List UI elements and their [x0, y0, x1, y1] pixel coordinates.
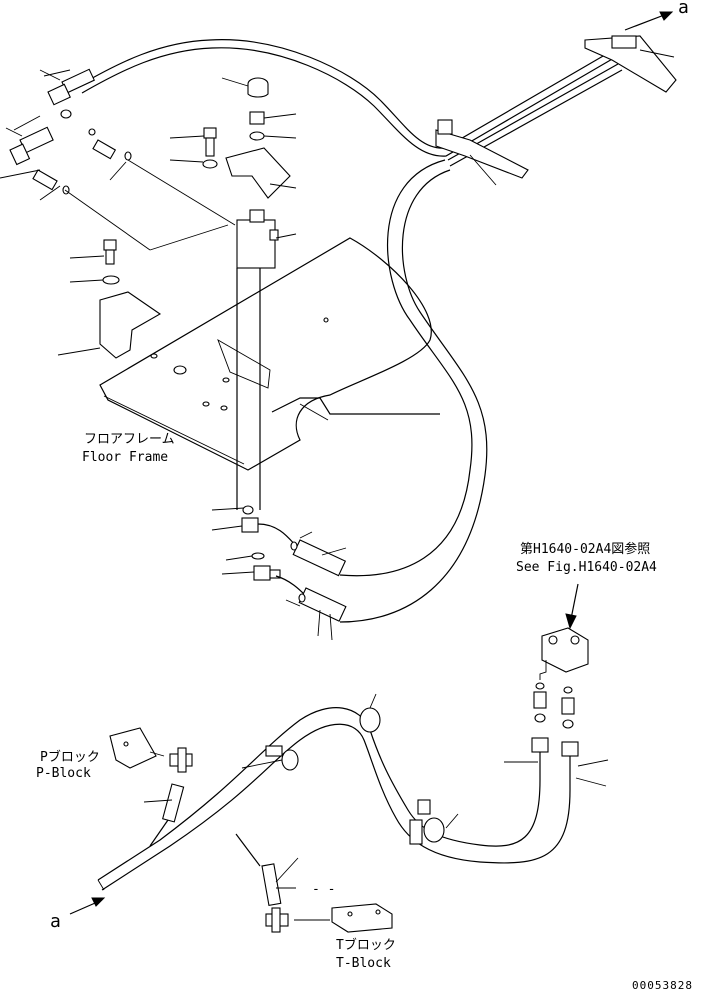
washer-part: [249, 131, 297, 141]
connector-label-bottom: a: [50, 911, 61, 932]
leader-lines-right-lower: [504, 759, 609, 787]
t-block-label-en: T-Block: [336, 956, 391, 971]
drawing-number: 00053828: [632, 979, 693, 992]
connector-arrow-bottom: [69, 897, 106, 915]
p-block-label-en: P-Block: [36, 766, 91, 781]
right-valve-block: [539, 627, 589, 680]
loop-hose: [339, 159, 488, 623]
lower-hose-bundle: [97, 707, 571, 891]
upper-hose-bundle: [79, 39, 623, 167]
connector-label-top: a: [678, 0, 689, 18]
reference-arrow: [565, 583, 579, 630]
lower-hose-end-2: [285, 587, 347, 641]
p-block-hose-end: [143, 783, 185, 847]
lower-center-fittings: [211, 505, 307, 597]
cap-part: [221, 77, 269, 98]
lower-clamp-2: [241, 745, 299, 771]
floor-bolt: [69, 239, 120, 285]
t-block-label-jp: Tブロック: [336, 938, 396, 953]
elbow-fitting-upper: [43, 68, 95, 106]
dash-mark: - -: [312, 882, 336, 897]
t-block: [331, 903, 393, 933]
reference-label-jp: 第H1640-02A4図参照: [520, 542, 651, 557]
p-block: [109, 727, 193, 773]
p-block-label-jp: Pブロック: [40, 750, 100, 765]
floor-frame-label-en: Floor Frame: [82, 450, 169, 465]
upper-clamp-center: [435, 119, 529, 186]
right-fittings: [531, 682, 579, 757]
lower-clamp-1: [359, 693, 381, 733]
floor-frame-plate: [99, 237, 440, 471]
reference-label-en: See Fig.H1640-02A4: [516, 560, 657, 575]
valve-bracket: [225, 147, 297, 199]
nut-part: [249, 111, 297, 125]
leader-lines-bottom-left: [97, 879, 105, 891]
t-block-fitting: [265, 907, 330, 933]
floor-bracket: [57, 291, 162, 359]
leader-lines-left: [5, 69, 236, 251]
bolt-part: [169, 127, 218, 169]
lower-clamp-3: [409, 799, 459, 845]
connector-arrow-top: [624, 11, 674, 31]
floor-frame-label-jp: フロアフレーム: [84, 432, 175, 447]
upper-clamp-right: [584, 35, 677, 93]
t-block-hose-end: [235, 833, 299, 907]
elbow-fitting-lower: [9, 115, 54, 166]
lower-hose-end-1: [290, 531, 347, 577]
valve-body: [236, 209, 297, 510]
